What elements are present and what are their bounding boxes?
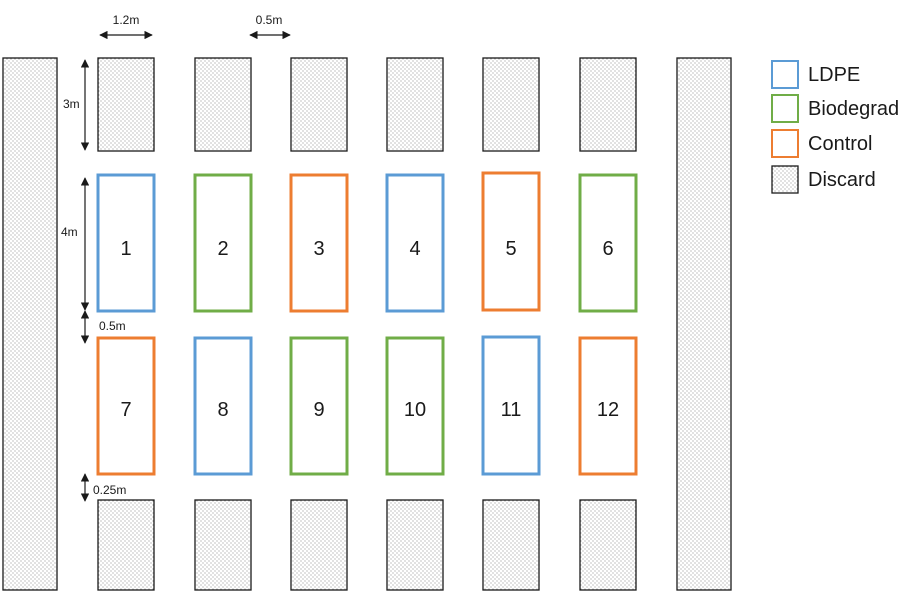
- legend-label: LDPE: [808, 64, 860, 86]
- discard-block: [290, 57, 348, 152]
- discard-strip-left: [2, 57, 58, 591]
- plot-10: 10: [385, 336, 445, 476]
- dimension-discard-height: 3m: [63, 59, 90, 151]
- plot-border: [481, 171, 541, 312]
- discard-block: [194, 57, 252, 152]
- plot-number: 3: [313, 238, 324, 260]
- plot-12: 12: [578, 336, 638, 476]
- discard-block: [386, 499, 444, 591]
- dimension-label: 3m: [63, 97, 80, 111]
- dimension-plot-width: 1.2m: [99, 13, 153, 40]
- plot-number: 10: [404, 399, 426, 421]
- legend-label: Biodegrad: [808, 98, 899, 120]
- plot-7: 7: [96, 336, 156, 476]
- plot-number: 11: [501, 399, 522, 421]
- plot-border: [289, 173, 349, 313]
- plot-border: [96, 336, 156, 476]
- legend-swatch-discard: [771, 165, 799, 194]
- plot-border: [385, 173, 445, 313]
- legend-item-ldpe: LDPE: [771, 60, 860, 89]
- plot-5: 5: [481, 171, 541, 312]
- plot-border: [578, 173, 638, 313]
- dimension-label: 0.5m: [99, 319, 126, 333]
- legend-item-biodegradable: Biodegrad: [771, 94, 899, 123]
- plot-border: [481, 335, 541, 476]
- discard-block: [482, 499, 540, 591]
- plot-border: [385, 336, 445, 476]
- dimension-end-gap: 0.25m: [80, 473, 126, 502]
- plot-number: 1: [120, 238, 131, 260]
- discard-block: [97, 57, 155, 152]
- plot-border: [578, 336, 638, 476]
- dimension-label: 0.5m: [256, 13, 283, 27]
- discard-strip-right: [676, 57, 732, 591]
- plot-3: 3: [289, 173, 349, 313]
- plot-number: 5: [505, 238, 516, 260]
- dimension-row-gap: 0.5m: [80, 310, 126, 344]
- dimension-plot-height: 4m: [61, 177, 90, 311]
- discard-block: [386, 57, 444, 152]
- plot-row-top: 1 2 3 4 5 6: [96, 171, 638, 313]
- plot-9: 9: [289, 336, 349, 476]
- plot-border: [193, 173, 253, 313]
- plot-row-bottom: 7 8 9 10 11 12: [96, 335, 638, 476]
- dimension-label: 1.2m: [113, 13, 140, 27]
- legend-label: Discard: [808, 169, 876, 191]
- plot-2: 2: [193, 173, 253, 313]
- discard-block: [482, 57, 540, 152]
- plot-number: 12: [597, 399, 619, 421]
- legend-swatch-control: [771, 129, 799, 158]
- legend-label: Control: [808, 133, 872, 155]
- plot-number: 6: [602, 238, 613, 260]
- dimension-label: 0.25m: [93, 483, 126, 497]
- top-discard-row: [97, 57, 637, 152]
- discard-block: [290, 499, 348, 591]
- plot-8: 8: [193, 336, 253, 476]
- legend: LDPE Biodegrad Control Discard: [771, 60, 899, 194]
- plot-number: 2: [217, 238, 228, 260]
- discard-block: [579, 499, 637, 591]
- plot-number: 7: [120, 399, 131, 421]
- plot-number: 4: [409, 238, 420, 260]
- plot-11: 11: [481, 335, 541, 476]
- dimension-plot-gap: 0.5m: [249, 13, 291, 40]
- legend-swatch-ldpe: [771, 60, 799, 89]
- legend-swatch-biodegradable: [771, 94, 799, 123]
- discard-block: [194, 499, 252, 591]
- plot-border: [96, 173, 156, 313]
- plot-border: [193, 336, 253, 476]
- plot-number: 9: [313, 399, 324, 421]
- plot-4: 4: [385, 173, 445, 313]
- discard-block: [97, 499, 155, 591]
- legend-item-discard: Discard: [771, 165, 876, 194]
- legend-item-control: Control: [771, 129, 872, 158]
- discard-block: [579, 57, 637, 152]
- plot-6: 6: [578, 173, 638, 313]
- bottom-discard-row: [97, 499, 637, 591]
- dimension-label: 4m: [61, 225, 78, 239]
- plot-number: 8: [217, 399, 228, 421]
- plot-1: 1: [96, 173, 156, 313]
- plot-border: [289, 336, 349, 476]
